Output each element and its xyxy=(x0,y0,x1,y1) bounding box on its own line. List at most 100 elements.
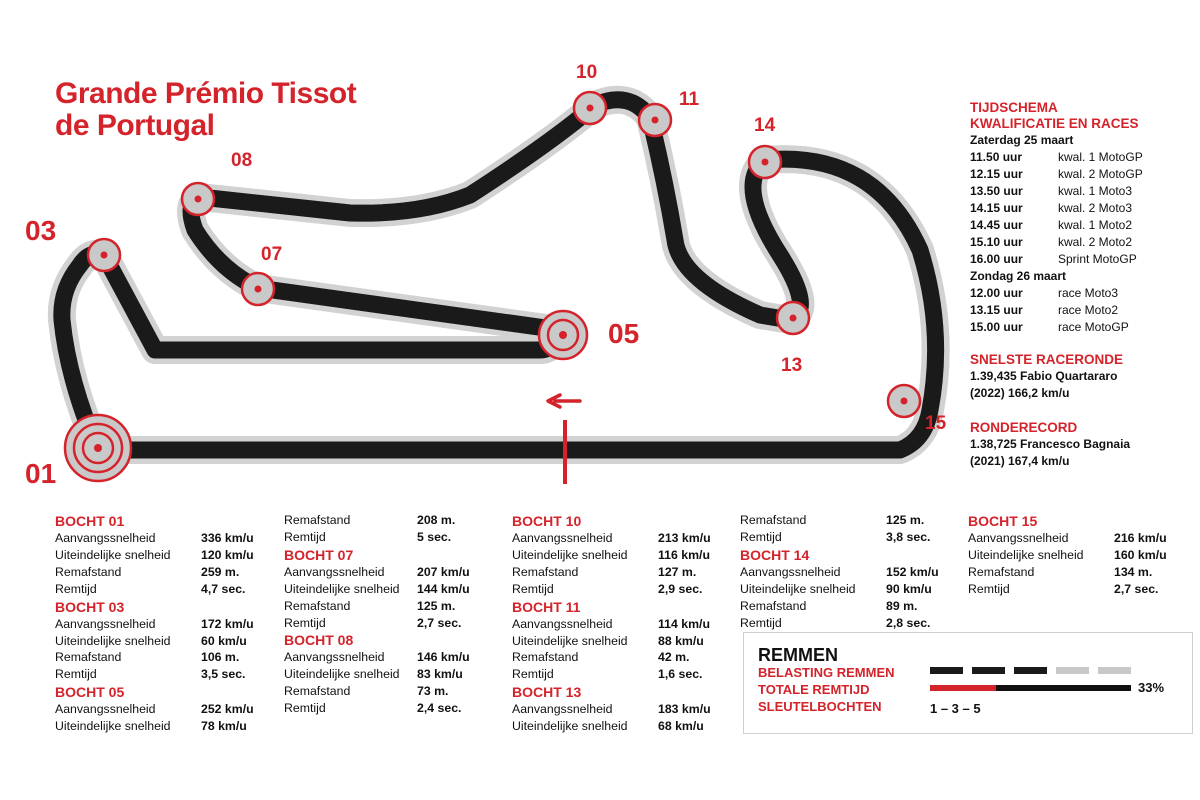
stat-label: Remafstand xyxy=(55,650,122,665)
fastest-lap-line-2: (2022) 166,2 km/u xyxy=(970,386,1070,400)
corner-marker-14 xyxy=(747,144,783,180)
schedule-event: race Moto2 xyxy=(1058,303,1119,317)
turn-label-14: 14 xyxy=(754,115,776,136)
stat-value: 120 km/u xyxy=(201,547,254,562)
stat-label: Remafstand xyxy=(284,513,351,527)
lap-record-line-2: (2021) 167,4 km/u xyxy=(970,454,1070,468)
stat-value: 90 km/u xyxy=(886,581,932,596)
turn-label-01: 01 xyxy=(25,458,57,489)
stat-label: Remafstand xyxy=(968,564,1035,579)
stat-value: 42 m. xyxy=(658,650,690,665)
stat-label: Uiteindelijke snelheid xyxy=(284,581,400,596)
stat-label: Remafstand xyxy=(284,684,351,699)
fastest-lap-panel: SNELSTE RACERONDE 1.39,435 Fabio Quartar… xyxy=(970,352,1195,402)
stat-value: 144 km/u xyxy=(417,581,470,596)
stat-label: Remtijd xyxy=(284,615,326,630)
bocht-07-title: BOCHT 07 xyxy=(284,546,354,563)
stat-label: Remtijd xyxy=(55,581,97,596)
stat-label: Aanvangssnelheid xyxy=(284,650,385,665)
brake-load-segment xyxy=(972,667,1005,674)
stat-value: 125 m. xyxy=(886,513,925,527)
stat-label: Uiteindelijke snelheid xyxy=(512,719,628,734)
stat-value: 2,7 sec. xyxy=(1114,581,1159,596)
fastest-lap-line-1: 1.39,435 Fabio Quartararo xyxy=(970,369,1118,383)
turn-label-10: 10 xyxy=(576,62,598,83)
schedule-subheading: KWALIFICATIE EN RACES xyxy=(970,116,1139,131)
schedule-time: 11.50 uur xyxy=(970,150,1023,164)
brakes-panel: REMMEN BELASTING REMMEN TOTALE REMTIJD S… xyxy=(743,632,1193,734)
bocht-11-title: BOCHT 11 xyxy=(512,598,581,615)
schedule-event: kwal. 2 Moto3 xyxy=(1058,201,1133,215)
page-title: Grande Prémio Tissot de Portugal xyxy=(55,77,357,142)
stat-value: 160 km/u xyxy=(1114,547,1167,562)
title-line-1: Grande Prémio Tissot xyxy=(55,77,357,110)
turn-label-07: 07 xyxy=(261,244,283,265)
corner-marker-07 xyxy=(240,271,276,307)
schedule-event: kwal. 2 MotoGP xyxy=(1058,167,1143,181)
schedule-time: 12.00 uur xyxy=(970,286,1023,300)
schedule-event: kwal. 1 Moto2 xyxy=(1058,218,1133,232)
stat-value: 207 km/u xyxy=(417,564,470,579)
stat-value: 78 km/u xyxy=(201,719,247,734)
stat-row: Uiteindelijke snelheid 160 km/u xyxy=(968,547,1183,564)
stat-value: 2,9 sec. xyxy=(658,581,703,596)
stat-label: Uiteindelijke snelheid xyxy=(512,547,628,562)
stat-label: Uiteindelijke snelheid xyxy=(968,547,1084,562)
stat-label: Aanvangssnelheid xyxy=(512,616,613,631)
fastest-lap-heading: SNELSTE RACERONDE xyxy=(970,352,1124,367)
stat-label: Uiteindelijke snelheid xyxy=(512,633,628,648)
stat-value: 3,5 sec. xyxy=(201,667,246,682)
stat-value: 60 km/u xyxy=(201,633,247,648)
key-turns-value: 1 – 3 – 5 xyxy=(930,701,981,716)
stat-label: Remafstand xyxy=(740,513,807,527)
turn-label-05: 05 xyxy=(608,318,640,349)
stat-value: 2,4 sec. xyxy=(417,701,462,716)
corner-marker-03 xyxy=(86,237,122,273)
corner-marker-10 xyxy=(572,90,608,126)
stat-value: 208 m. xyxy=(417,513,456,527)
stat-value: 127 m. xyxy=(658,564,697,579)
stat-value: 4,7 sec. xyxy=(201,581,246,596)
stat-value: 89 m. xyxy=(886,598,918,613)
brakes-title: REMMEN xyxy=(758,645,838,665)
schedule-time: 13.15 uur xyxy=(970,303,1023,317)
brake-load-segment xyxy=(930,667,963,674)
stat-value: 336 km/u xyxy=(201,531,254,545)
stat-value: 183 km/u xyxy=(658,702,711,717)
turn-label-03: 03 xyxy=(25,215,57,246)
bocht-10-title: BOCHT 10 xyxy=(512,513,582,529)
schedule-heading: TIJDSCHEMA xyxy=(970,100,1058,115)
schedule-time: 15.00 uur xyxy=(970,320,1023,334)
title-line-2: de Portugal xyxy=(55,109,215,142)
bocht-08-title: BOCHT 08 xyxy=(284,632,354,649)
stat-label: Uiteindelijke snelheid xyxy=(284,667,400,682)
bocht-15-title: BOCHT 15 xyxy=(968,513,1038,529)
total-brake-time-label: TOTALE REMTIJD xyxy=(758,682,870,697)
turn-label-15: 15 xyxy=(925,413,947,434)
stat-label: Aanvangssnelheid xyxy=(55,616,156,631)
schedule-time: 15.10 uur xyxy=(970,235,1023,249)
total-brake-time-value: 33% xyxy=(1138,680,1165,695)
stat-value: 106 m. xyxy=(201,650,240,665)
bocht-13-title: BOCHT 13 xyxy=(512,684,582,701)
